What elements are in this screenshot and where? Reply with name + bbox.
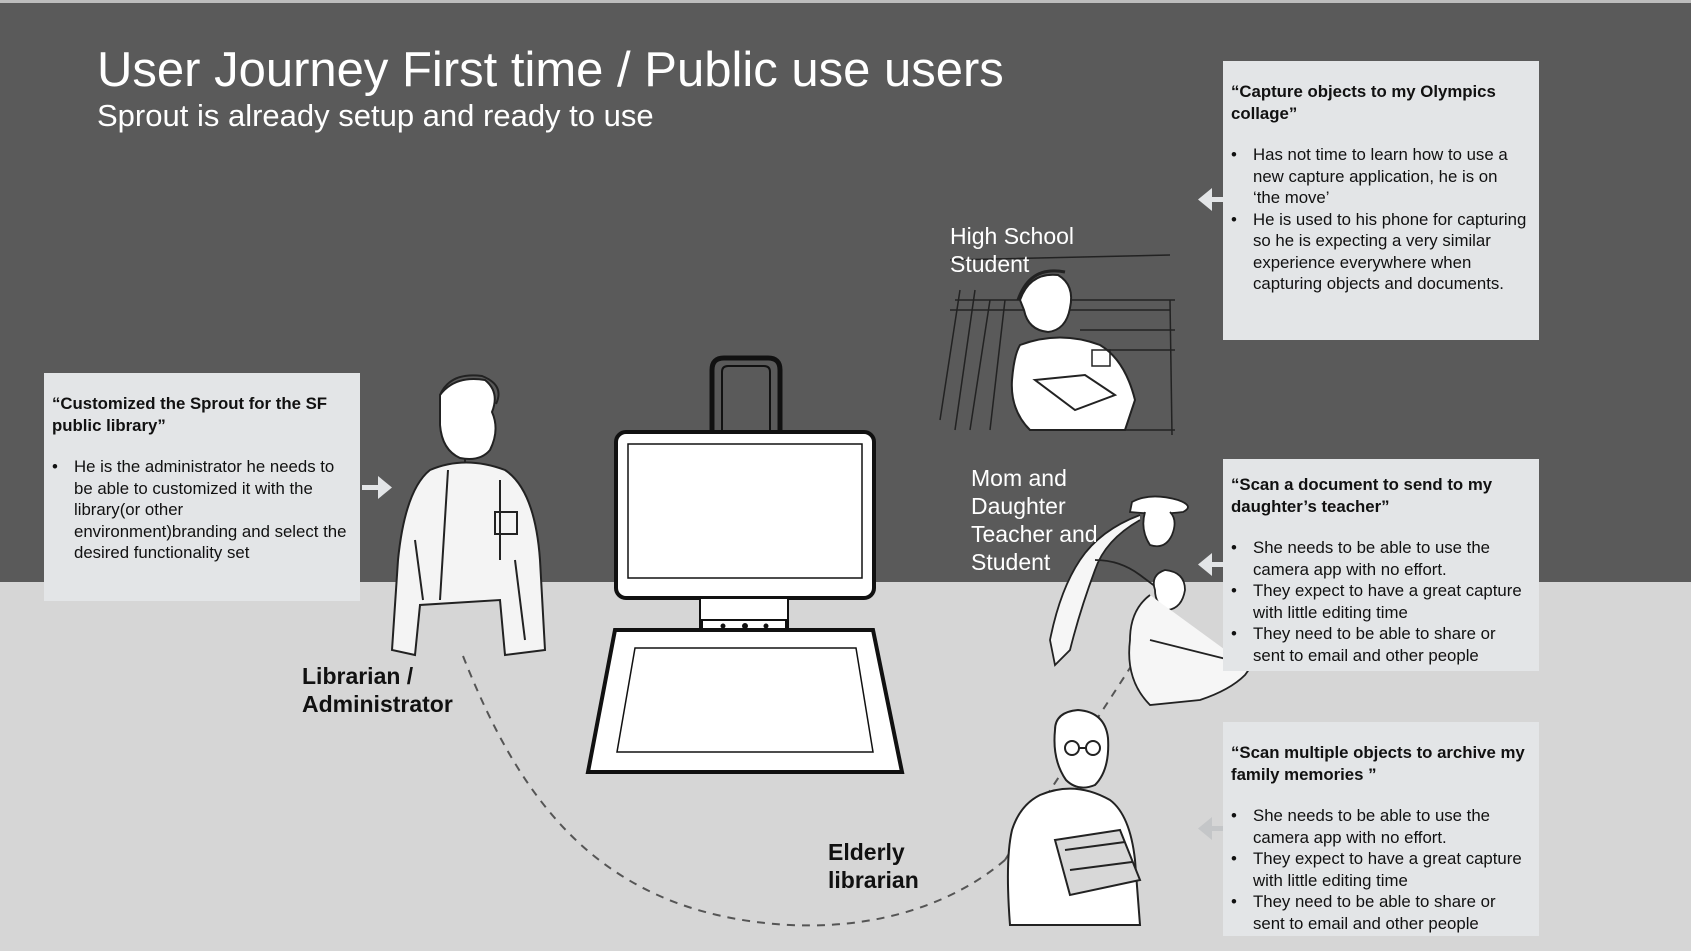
card-bullet: He is used to his phone for capturing so… bbox=[1231, 209, 1529, 295]
elderly-label-line: Elderly bbox=[828, 839, 905, 865]
arrow-student-icon bbox=[1198, 188, 1224, 211]
card-quote: “Capture objects to my Olympics collage” bbox=[1231, 82, 1496, 123]
card-bullet: They expect to have a great capture with… bbox=[1231, 580, 1529, 623]
card-bullet: Has not time to learn how to use a new c… bbox=[1231, 144, 1529, 209]
librarian-figure-icon bbox=[390, 374, 547, 657]
mom-label-line: Student bbox=[971, 549, 1051, 575]
card-quote: “Customized the Sprout for the SF public… bbox=[52, 394, 328, 435]
arrow-mom-icon bbox=[1198, 553, 1224, 576]
elderly-figure-icon bbox=[1006, 708, 1142, 926]
elderly-label: Elderly librarian bbox=[828, 838, 919, 894]
admin-label: Librarian / Administrator bbox=[302, 662, 453, 718]
card-quote: “Scan a document to send to my daughter’… bbox=[1231, 475, 1493, 516]
card-bullet: He is the administrator he needs to be a… bbox=[52, 456, 350, 564]
mom-label-line: Mom and bbox=[971, 465, 1067, 491]
admin-label-line: Administrator bbox=[302, 691, 453, 717]
card-bullet: She needs to be able to use the camera a… bbox=[1231, 537, 1529, 580]
arrow-elderly-icon bbox=[1198, 817, 1224, 840]
page-title: User Journey First time / Public use use… bbox=[97, 43, 1004, 97]
card-bullet: They expect to have a great capture with… bbox=[1231, 848, 1529, 891]
card-bullet-list: She needs to be able to use the camera a… bbox=[1231, 805, 1529, 934]
mom-label-line: Teacher and bbox=[971, 521, 1098, 547]
arrow-admin-icon bbox=[362, 476, 392, 499]
student-label-line: High School bbox=[950, 223, 1075, 249]
student-label-line: Student bbox=[950, 251, 1030, 277]
card-bullet: She needs to be able to use the camera a… bbox=[1231, 805, 1529, 848]
card-bullet-list: She needs to be able to use the camera a… bbox=[1231, 537, 1529, 666]
admin-label-line: Librarian / bbox=[302, 663, 414, 689]
card-quote: “Scan multiple objects to archive my fam… bbox=[1231, 743, 1525, 784]
mom-label-line: Daughter bbox=[971, 493, 1066, 519]
card-bullet-list: Has not time to learn how to use a new c… bbox=[1231, 144, 1529, 295]
card-bullet: They need to be able to share or sent to… bbox=[1231, 891, 1529, 934]
student-label: High School Student bbox=[950, 222, 1074, 278]
card-bullet: They need to be able to share or sent to… bbox=[1231, 623, 1529, 666]
student-goal-card: “Capture objects to my Olympics collage”… bbox=[1223, 61, 1539, 340]
elderly-label-line: librarian bbox=[828, 867, 919, 893]
student-figure-icon bbox=[939, 254, 1175, 436]
mom-goal-card: “Scan a document to send to my daughter’… bbox=[1223, 459, 1539, 671]
mom-daughter-label: Mom and Daughter Teacher and Student bbox=[971, 464, 1098, 576]
admin-goal-card: “Customized the Sprout for the SF public… bbox=[44, 373, 360, 601]
card-bullet-list: He is the administrator he needs to be a… bbox=[52, 456, 350, 564]
page-subtitle: Sprout is already setup and ready to use bbox=[97, 98, 654, 133]
elderly-goal-card: “Scan multiple objects to archive my fam… bbox=[1223, 722, 1539, 936]
mom-daughter-figure-icon bbox=[1049, 495, 1251, 706]
sprout-device-icon bbox=[585, 355, 905, 774]
top-border-line bbox=[0, 0, 1691, 3]
